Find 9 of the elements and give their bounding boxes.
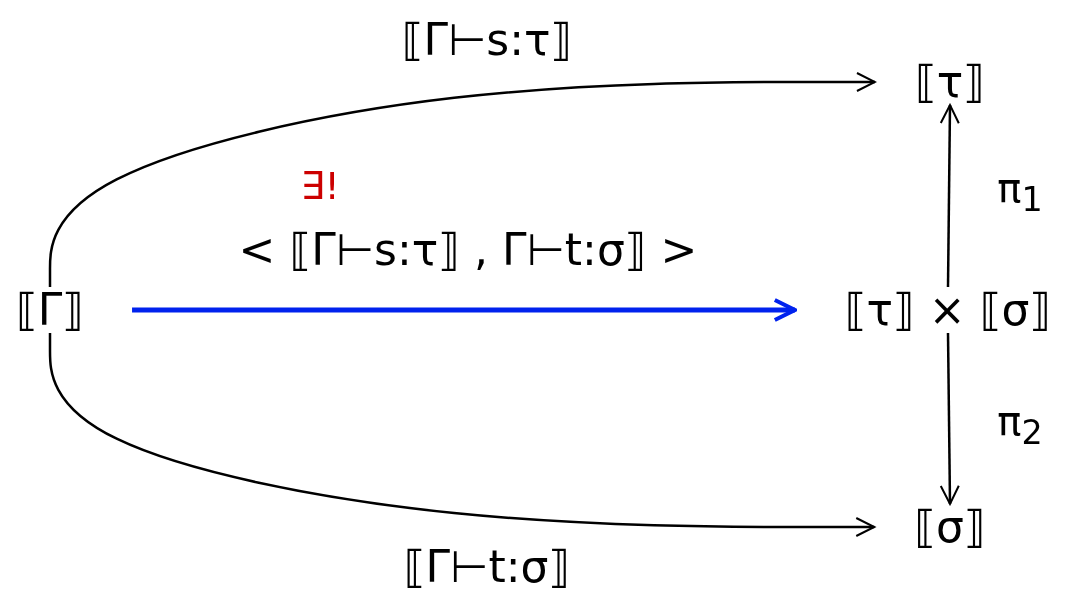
arrow (939, 333, 960, 505)
math-term: ⟦σ⟧ (914, 503, 986, 551)
arrow (48, 72, 876, 287)
math-term: ⟦Γ⟧ (15, 286, 85, 334)
math-term: ⟦τ⟧ × ⟦σ⟧ (844, 286, 1052, 334)
arrow (48, 333, 876, 537)
math-term: ⟦τ⟧ (914, 58, 986, 106)
arrow (939, 104, 960, 287)
arrow (132, 298, 797, 322)
